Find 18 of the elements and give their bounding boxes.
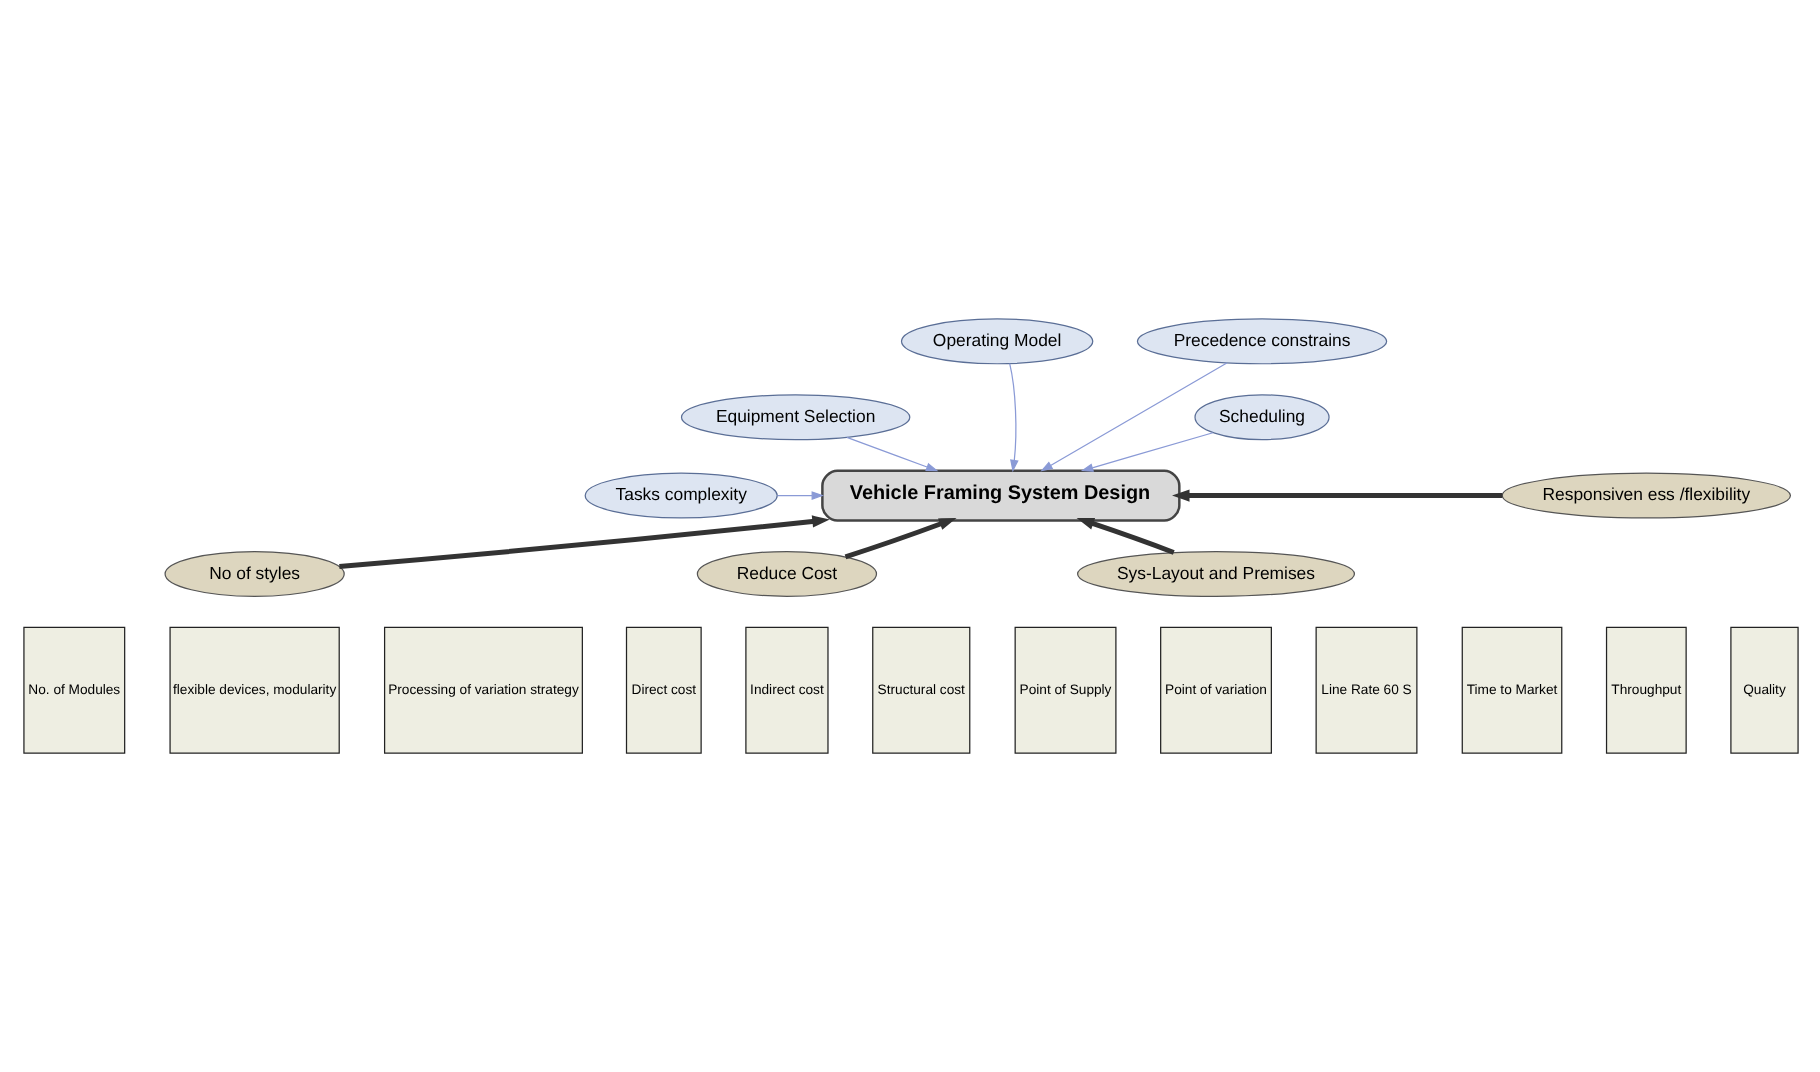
node-ellipse: Sys-Layout and Premises bbox=[1076, 550, 1355, 597]
node-ellipse: Scheduling bbox=[1193, 394, 1329, 441]
arrow bbox=[1079, 432, 1213, 472]
arrow bbox=[1075, 517, 1174, 555]
arrow bbox=[1008, 363, 1018, 473]
node-ellipse: Tasks complexity bbox=[583, 472, 777, 519]
node-ellipse: Reduce Cost bbox=[695, 550, 877, 597]
arrow bbox=[843, 518, 956, 560]
node-ellipse: Operating Model bbox=[899, 318, 1093, 365]
node-ellipse: Equipment Selection bbox=[679, 394, 910, 441]
arrow bbox=[776, 491, 823, 500]
node-ellipse: Responsiven ess /flexibility bbox=[1500, 472, 1791, 519]
node-box: Vehicle Framing System Design bbox=[820, 469, 1180, 522]
node-ellipse: No of styles bbox=[163, 550, 344, 597]
arrow bbox=[1171, 489, 1502, 502]
node-ellipse: Precedence constrains bbox=[1135, 318, 1387, 365]
arrow bbox=[338, 515, 829, 569]
arrow bbox=[1039, 362, 1227, 472]
